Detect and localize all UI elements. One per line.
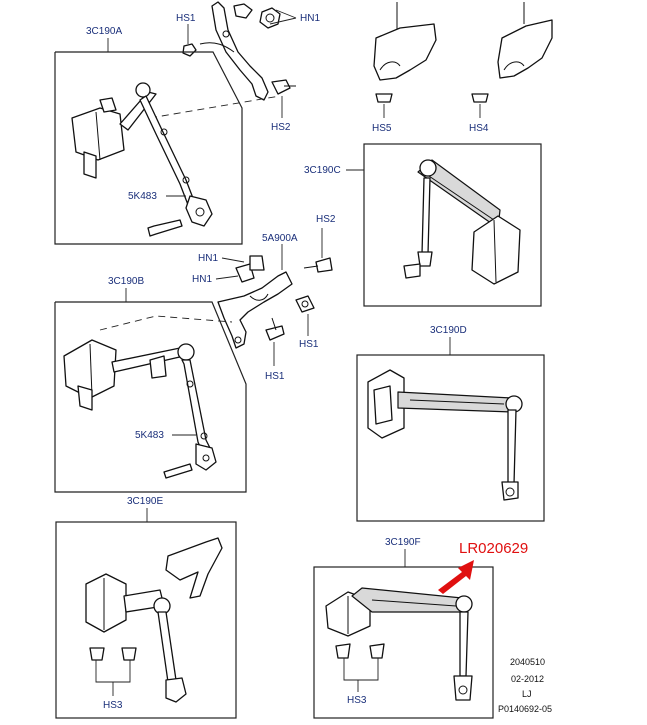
label-hn1-mid-a: HN1 — [198, 253, 218, 264]
label-hs1-top: HS1 — [176, 13, 196, 24]
label-3c190c: 3C190C — [304, 165, 341, 176]
label-3c190b: 3C190B — [108, 276, 144, 287]
top-bracket-assembly — [182, 1, 296, 101]
label-hs4: HS4 — [469, 123, 489, 134]
label-hn1-mid-b: HN1 — [192, 274, 212, 285]
label-hs2-mid: HS2 — [316, 214, 336, 225]
footer-line-4: P0140692-05 — [498, 704, 552, 714]
label-3c190d: 3C190D — [430, 325, 467, 336]
panel-3c190f: 3C190F LR020629 HS3 — [313, 537, 528, 719]
panel-3c190e: 3C190E HS3 — [55, 496, 237, 719]
label-hs5: HS5 — [372, 123, 392, 134]
footer-line-1: 2040510 — [510, 657, 545, 667]
footer-line-3: LJ — [522, 689, 532, 699]
bracket-5a900a: 5A900A — [217, 233, 333, 349]
footer-line-2: 02-2012 — [511, 674, 544, 684]
label-5k483-a: 5K483 — [128, 191, 157, 202]
drawing-reference: 2040510 02-2012 LJ P0140692-05 — [498, 657, 552, 714]
label-hs1-mid-r: HS1 — [299, 339, 319, 350]
label-hn1-top: HN1 — [300, 13, 320, 24]
label-3c190f: 3C190F — [385, 537, 421, 548]
panel-3c190a: 3C190A 5K483 — [54, 26, 281, 245]
label-3c190a: 3C190A — [86, 26, 122, 37]
label-lr-part-number: LR020629 — [459, 540, 528, 557]
hs4-bracket: HS4 — [469, 2, 553, 134]
panel-3c190d: 3C190D — [356, 325, 545, 522]
label-hs3-e: HS3 — [103, 700, 123, 711]
centre-labels: HS2 HN1 HN1 HS1 HS1 — [192, 214, 336, 382]
label-5a900a: 5A900A — [262, 233, 298, 244]
top-labels: HS1 HN1 HS2 — [176, 9, 320, 133]
label-hs3-f: HS3 — [347, 695, 367, 706]
label-5k483-b: 5K483 — [135, 430, 164, 441]
label-3c190e: 3C190E — [127, 496, 163, 507]
label-hs1-mid-b: HS1 — [265, 371, 285, 382]
highlight-arrow — [438, 560, 474, 594]
hs5-bracket: HS5 — [372, 2, 437, 134]
panel-3c190c: 3C190C — [304, 143, 542, 307]
panel-3c190b: 3C190B 5K483 — [54, 276, 247, 493]
label-hs2-top: HS2 — [271, 122, 291, 133]
